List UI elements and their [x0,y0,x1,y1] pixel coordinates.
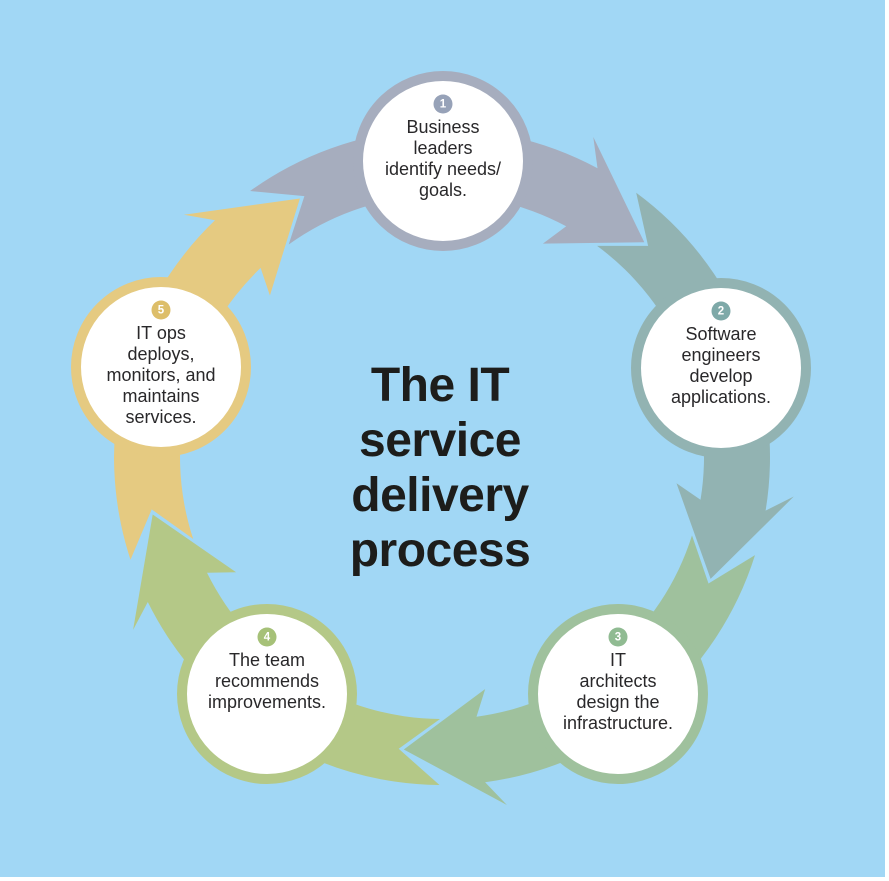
step-number-badge-5: 5 [151,300,171,320]
step-label-line: improvements. [207,692,327,712]
step-label-line: infrastructure. [562,713,674,733]
step-label-line: applications. [670,387,772,407]
step-circle-3 [528,604,708,784]
step-number-badge-1: 1 [433,94,453,114]
process-band-step-4 [133,514,440,785]
step-label-line: engineers [681,345,761,365]
step-circle-5 [71,277,251,457]
step-number: 2 [717,305,725,317]
process-band-step-3 [403,535,755,805]
step-label-line: IT [610,650,626,670]
step-label-line: leaders [413,138,473,158]
step-label-line: develop [689,366,753,386]
step-label-line: recommends [214,671,320,691]
step-label-line: architects [579,671,657,691]
step-label-line: deploys, [127,344,195,364]
step-label-line: monitors, and [106,365,216,385]
step-number-badge-3: 3 [608,627,628,647]
title-line: process [349,524,531,577]
step-label-line: Business [406,117,480,137]
step-label-line: IT ops [136,323,186,343]
step-label-line: The team [228,650,306,670]
step-circle-4 [177,604,357,784]
step-number: 4 [263,631,271,643]
step-label-line: design the [576,692,660,712]
step-circle-2 [631,278,811,458]
step-label-line: maintains [122,386,200,406]
diagram-title: The IT service delivery process [290,358,590,578]
step-label-line: identify needs/ [384,159,502,179]
step-number: 1 [439,98,447,110]
step-number-badge-2: 2 [711,301,731,321]
step-number-badge-4: 4 [257,627,277,647]
step-number: 3 [614,631,622,643]
step-label-line: Software [685,324,757,344]
step-number: 5 [157,304,165,316]
step-label-line: goals. [418,180,468,200]
step-circle-1 [353,71,533,251]
title-line: service [359,414,522,467]
title-line: delivery [351,469,529,522]
step-label-line: services. [125,407,197,427]
title-line: The IT [370,359,510,412]
